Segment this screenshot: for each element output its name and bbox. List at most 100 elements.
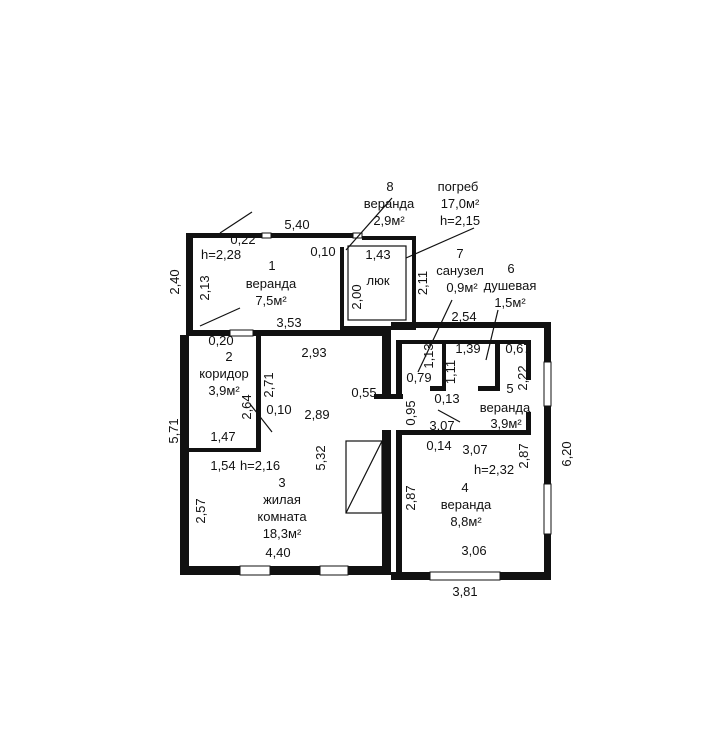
window xyxy=(229,329,254,337)
room-7-number: 7 xyxy=(456,246,463,261)
dimension-label: 6,20 xyxy=(559,441,574,466)
dimension-label: 3,53 xyxy=(276,315,301,330)
dimension-label: 2,40 xyxy=(167,269,182,294)
dimension-label: 2,93 xyxy=(301,345,326,360)
room-4-name: веранда xyxy=(441,497,492,512)
dimension-label: 3,81 xyxy=(452,584,477,599)
room-1-height: h=2,28 xyxy=(201,247,241,262)
room-3-name-line1: жилая xyxy=(263,492,301,507)
wall xyxy=(186,330,230,336)
wall xyxy=(526,412,531,435)
room-2-area: 3,9м² xyxy=(208,383,240,398)
window xyxy=(543,361,552,407)
dimension-label: 0,67 xyxy=(505,341,530,356)
stove-diagonal xyxy=(345,440,383,514)
dimension-label: 5,40 xyxy=(284,217,309,232)
dimension-label: 2,22 xyxy=(515,365,530,390)
dimension-label: 3,07 xyxy=(429,418,454,433)
wall xyxy=(253,330,391,336)
room-6-area: 1,5м² xyxy=(494,295,526,310)
wall xyxy=(180,335,189,575)
wall xyxy=(391,322,549,328)
dimension-label: 0,13 xyxy=(434,391,459,406)
wall xyxy=(186,233,262,238)
dimension-label: 1,39 xyxy=(455,341,480,356)
wall xyxy=(374,394,403,399)
dimension-label: 2,89 xyxy=(304,407,329,422)
room-3-height: h=2,16 xyxy=(240,458,280,473)
dimension-label: 0,55 xyxy=(351,385,376,400)
dimension-label: 2,54 xyxy=(451,309,476,324)
wall xyxy=(412,236,416,328)
leader-line xyxy=(437,409,461,423)
dimension-label: 0,79 xyxy=(406,370,431,385)
wall xyxy=(396,430,530,435)
leader-line xyxy=(405,227,475,259)
wall xyxy=(189,448,261,452)
room-labels: 8 веранда 2,9м² погреб 17,0м² h=2,15 люк… xyxy=(199,179,536,541)
cellar-area: 17,0м² xyxy=(441,196,480,211)
room-3-name-line2: комната xyxy=(257,509,307,524)
fixtures xyxy=(199,197,499,514)
stove xyxy=(345,440,383,514)
dimension-label: 2,64 xyxy=(239,394,254,419)
vertical-dimensions: 2,40 2,13 2,00 2,11 1,13 1,11 2,22 0,95 … xyxy=(166,269,574,523)
room-3-area: 18,3м² xyxy=(263,526,302,541)
room-8-area: 2,9м² xyxy=(373,213,405,228)
cellar-height: h=2,15 xyxy=(440,213,480,228)
room-1-area: 7,5м² xyxy=(255,293,287,308)
room-2-name: коридор xyxy=(199,366,249,381)
room-8-name: веранда xyxy=(364,196,415,211)
dimension-label: 3,06 xyxy=(461,543,486,558)
wall xyxy=(186,233,193,330)
room-4-number: 4 xyxy=(461,480,468,495)
room-4-area: 8,8м² xyxy=(450,514,482,529)
dimension-label: 5,32 xyxy=(313,445,328,470)
dimension-label: 4,40 xyxy=(265,545,290,560)
wall xyxy=(430,386,446,391)
leader-line xyxy=(199,307,241,327)
wall xyxy=(396,430,402,572)
dimension-label: 2,13 xyxy=(197,275,212,300)
wall xyxy=(526,340,531,380)
window xyxy=(352,232,363,239)
dimension-label: 1,13 xyxy=(421,343,436,368)
wall xyxy=(344,326,416,330)
dimension-label: 0,10 xyxy=(266,402,291,417)
window xyxy=(429,571,501,581)
dimension-label: 1,43 xyxy=(365,247,390,262)
wall xyxy=(396,340,526,344)
dimension-label: 0,22 xyxy=(230,232,255,247)
window xyxy=(543,483,552,535)
dimension-label: 1,47 xyxy=(210,429,235,444)
wall xyxy=(362,236,416,240)
dimension-label: 0,14 xyxy=(426,438,451,453)
leader-line xyxy=(485,309,499,361)
dimension-label: 2,00 xyxy=(349,284,364,309)
dimension-label: 5,71 xyxy=(166,418,181,443)
window xyxy=(239,565,271,576)
room-1-name: веранда xyxy=(246,276,297,291)
wall xyxy=(256,336,261,452)
dimension-label: 1,54 xyxy=(210,458,235,473)
room-3-number: 3 xyxy=(278,475,285,490)
dimension-label: 2,11 xyxy=(415,271,430,295)
leader-line xyxy=(345,197,393,251)
wall xyxy=(382,330,391,394)
horizontal-dimensions: 5,40 0,22 0,10 1,43 3,53 0,20 2,93 2,54 … xyxy=(208,217,530,599)
room-6-number: 6 xyxy=(507,261,514,276)
window xyxy=(261,232,272,239)
dimension-label: 2,87 xyxy=(516,443,531,468)
room-5-area: 3,9м² xyxy=(490,416,522,431)
wall xyxy=(495,344,500,390)
window xyxy=(319,565,349,576)
room-8-number: 8 xyxy=(386,179,393,194)
dimension-label: 0,95 xyxy=(403,400,418,425)
cellar-name: погреб xyxy=(438,179,479,194)
wall xyxy=(340,247,344,332)
room-7-area: 0,9м² xyxy=(446,280,478,295)
wall xyxy=(271,233,353,238)
wall-corner xyxy=(219,211,253,234)
